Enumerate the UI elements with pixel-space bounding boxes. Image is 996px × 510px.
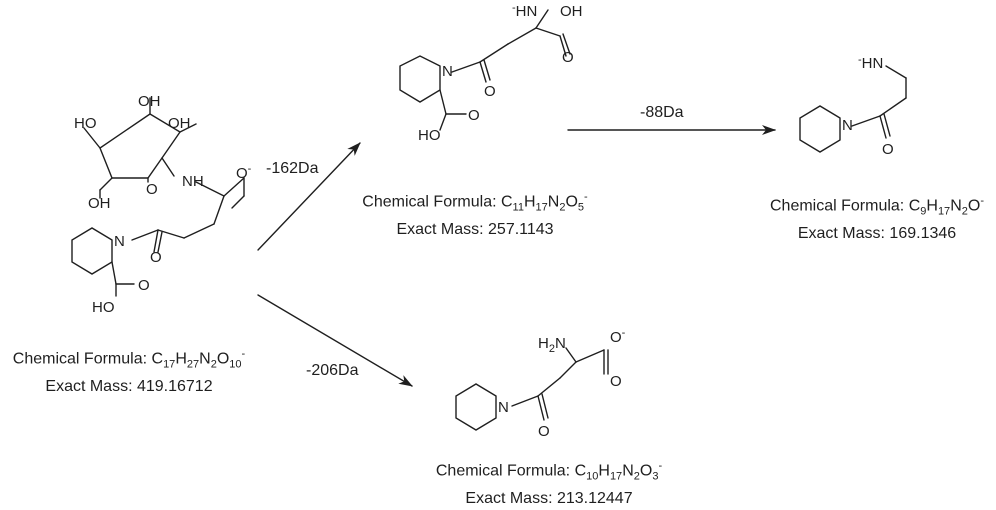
- formula-part: N: [547, 193, 560, 211]
- arrow-to-213: [257, 294, 413, 387]
- parent-label-ho-left: HO: [74, 115, 97, 132]
- parent-label-oh-top: OH: [138, 93, 161, 110]
- formula-part: -: [980, 195, 984, 207]
- formula-part: 2: [559, 201, 566, 214]
- parent-label-o-ring: O: [146, 181, 158, 198]
- fragment-213-formula: Chemical Formula: C10H17N2O3-: [414, 455, 684, 488]
- formula-part: 10: [229, 358, 242, 371]
- fragment-257-label-o-amide: O: [484, 83, 496, 100]
- formula-prefix: Chemical Formula:: [362, 193, 501, 211]
- fragment-213-label-h2n: H2N: [538, 335, 566, 355]
- formula-part: 17: [609, 470, 623, 483]
- formula-part: H: [598, 462, 610, 480]
- fragment-213-caption: Chemical Formula: C10H17N2O3- Exact Mass…: [414, 455, 684, 510]
- parent-caption: Chemical Formula: C17H27N2O10- Exact Mas…: [0, 343, 258, 398]
- formula-part: O: [216, 350, 230, 368]
- loss-label-88: -88Da: [640, 104, 684, 121]
- formula-part: 17: [535, 201, 548, 214]
- formula-part: 10: [586, 470, 599, 483]
- fragment-213-structure: H2N O- N O O: [455, 327, 626, 440]
- reaction-scheme: OH HO OH O OH NH O- N O O HO -HN OH O N …: [71, 2, 907, 440]
- formula-part: N: [950, 197, 962, 215]
- fragment-169-label-hn: -HN: [858, 54, 883, 72]
- parent-structure: OH HO OH O OH NH O- N O O HO: [71, 93, 252, 316]
- fragment-169-label-o: O: [882, 141, 894, 158]
- formula-part: 5: [577, 201, 585, 214]
- fragment-213-label-o-minus: O-: [610, 327, 626, 346]
- parent-label-o-minus: O-: [236, 163, 252, 182]
- formula-part: H: [523, 193, 536, 211]
- formula-part: -: [658, 460, 663, 472]
- formula-part: -: [584, 191, 588, 203]
- fragment-257-formula: Chemical Formula: C11H17N2O5-: [346, 186, 604, 219]
- formula-part: N: [622, 462, 634, 480]
- parent-label-nh: NH: [182, 173, 204, 190]
- fragment-213-label-o-amide: O: [538, 423, 550, 440]
- parent-label-ho-acid: HO: [92, 299, 115, 316]
- formula-part: 9: [920, 205, 927, 218]
- formula-part: O: [639, 462, 653, 480]
- formula-part: 17: [163, 358, 176, 371]
- formula-part: 27: [186, 358, 200, 371]
- fragment-257-label-o-acid: O: [562, 49, 574, 66]
- formula-part: 3: [652, 470, 659, 483]
- formula-part: O: [565, 193, 578, 211]
- formula-part: O: [967, 197, 981, 215]
- formula-part: C: [574, 462, 587, 480]
- fragment-169-structure: -HN N O: [799, 54, 907, 158]
- fragment-257-label-n: N: [442, 63, 453, 80]
- formula-part: N: [199, 350, 211, 368]
- fragment-213-label-n: N: [498, 399, 509, 416]
- parent-label-oh-right: OH: [168, 115, 191, 132]
- fragment-213-mass: Exact Mass: 213.12447: [465, 489, 633, 507]
- parent-formula: Chemical Formula: C17H27N2O10-: [0, 343, 258, 376]
- formula-part: C: [151, 350, 164, 368]
- formula-part: H: [175, 350, 187, 368]
- parent-label-o-acid: O: [138, 277, 150, 294]
- loss-label-162: -162Da: [266, 160, 319, 177]
- fragment-169-label-n: N: [842, 117, 853, 134]
- fragment-169-formula: Chemical Formula: C9H17N2O-: [760, 190, 994, 223]
- fragment-213-label-o: O: [610, 373, 622, 390]
- formula-part: 2: [633, 470, 640, 483]
- arrow-to-257: [257, 142, 361, 251]
- formula-part: C: [500, 193, 513, 211]
- formula-part: 17: [937, 205, 951, 218]
- fragment-257-caption: Chemical Formula: C11H17N2O5- Exact Mass…: [346, 186, 604, 241]
- fragment-257-mass: Exact Mass: 257.1143: [396, 220, 554, 238]
- loss-label-206: -206Da: [306, 362, 359, 379]
- formula-prefix: Chemical Formula:: [769, 197, 909, 215]
- fragment-257-label-o-ring-acid: O: [468, 107, 480, 124]
- parent-mass: Exact Mass: 419.16712: [45, 377, 213, 395]
- parent-label-oh-bottom: OH: [88, 195, 111, 212]
- formula-part: -: [241, 348, 246, 360]
- fragment-169-mass: Exact Mass: 169.1346: [797, 224, 957, 242]
- fragment-257-label-oh: OH: [560, 3, 583, 20]
- fragment-169-caption: Chemical Formula: C9H17N2O- Exact Mass: …: [760, 190, 994, 245]
- formula-prefix: Chemical Formula:: [12, 350, 152, 368]
- formula-part: 2: [961, 205, 968, 218]
- parent-label-o-amide: O: [150, 249, 162, 266]
- formula-part: 2: [210, 358, 217, 371]
- formula-part: H: [926, 197, 938, 215]
- fragment-257-structure: -HN OH O N O HO O: [399, 2, 583, 144]
- formula-part: 11: [512, 201, 524, 214]
- fragment-257-label-ho: HO: [418, 127, 441, 144]
- parent-label-n: N: [114, 233, 125, 250]
- fragment-257-label-hn: -HN: [512, 2, 537, 20]
- formula-part: C: [908, 197, 921, 215]
- formula-prefix: Chemical Formula:: [435, 462, 575, 480]
